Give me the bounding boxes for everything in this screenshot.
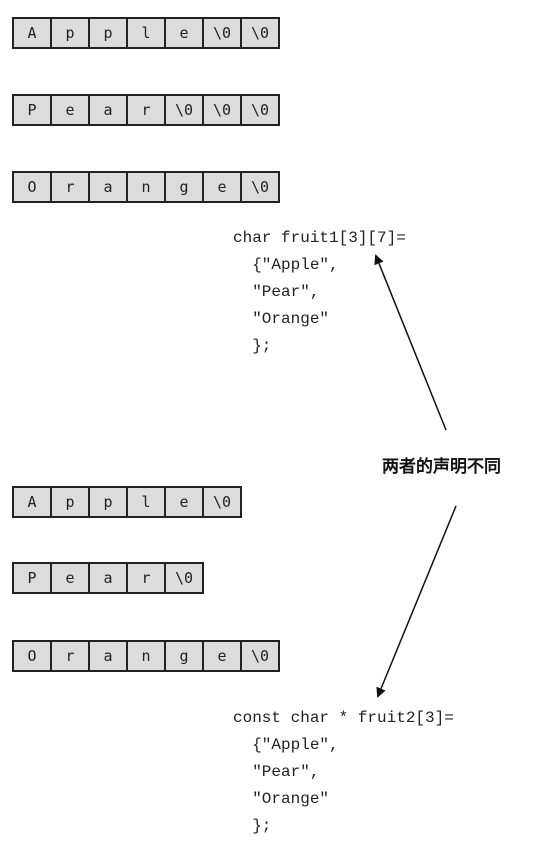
char-cell: e bbox=[50, 94, 90, 126]
code-line: const char * fruit2[3]= bbox=[233, 709, 454, 727]
fruit2-pear-array: P e a r \0 bbox=[12, 562, 204, 594]
char-cell: \0 bbox=[240, 94, 280, 126]
code-line: {"Apple", bbox=[233, 736, 339, 754]
char-cell: a bbox=[88, 94, 128, 126]
char-cell: e bbox=[164, 17, 204, 49]
char-cell: e bbox=[202, 171, 242, 203]
char-cell: e bbox=[164, 486, 204, 518]
arrow-to-fruit1 bbox=[374, 254, 447, 431]
char-cell: \0 bbox=[240, 640, 280, 672]
char-cell: \0 bbox=[240, 17, 280, 49]
char-cell: \0 bbox=[164, 562, 204, 594]
fruit1-apple-array: A p p l e \0 \0 bbox=[12, 17, 280, 49]
char-cell: \0 bbox=[202, 17, 242, 49]
char-cell: r bbox=[126, 94, 166, 126]
fruit2-apple-array: A p p l e \0 bbox=[12, 486, 242, 518]
char-cell: l bbox=[126, 486, 166, 518]
char-cell: A bbox=[12, 17, 52, 49]
char-cell: n bbox=[126, 171, 166, 203]
char-cell: p bbox=[50, 17, 90, 49]
char-cell: p bbox=[88, 486, 128, 518]
char-cell: e bbox=[50, 562, 90, 594]
char-cell: \0 bbox=[202, 94, 242, 126]
char-cell: \0 bbox=[240, 171, 280, 203]
fruit1-orange-array: O r a n g e \0 bbox=[12, 171, 280, 203]
char-cell: a bbox=[88, 171, 128, 203]
fruit2-orange-array: O r a n g e \0 bbox=[12, 640, 280, 672]
code-line: }; bbox=[233, 817, 272, 835]
code-line: char fruit1[3][7]= bbox=[233, 229, 406, 247]
arrow-to-fruit2 bbox=[376, 505, 457, 698]
fruit1-pear-array: P e a r \0 \0 \0 bbox=[12, 94, 280, 126]
char-cell: g bbox=[164, 171, 204, 203]
char-cell: e bbox=[202, 640, 242, 672]
fruit1-declaration: char fruit1[3][7]= {"Apple", "Pear", "Or… bbox=[233, 225, 406, 360]
fruit2-declaration: const char * fruit2[3]= {"Apple", "Pear"… bbox=[233, 705, 454, 840]
code-line: "Pear", bbox=[233, 283, 320, 301]
char-cell: n bbox=[126, 640, 166, 672]
code-line: "Orange" bbox=[233, 310, 330, 328]
code-line: "Orange" bbox=[233, 790, 330, 808]
char-cell: \0 bbox=[202, 486, 242, 518]
code-line: "Pear", bbox=[233, 763, 320, 781]
caption-label: 两者的声明不同 bbox=[382, 457, 501, 477]
code-line: }; bbox=[233, 337, 272, 355]
code-line: {"Apple", bbox=[233, 256, 339, 274]
char-cell: g bbox=[164, 640, 204, 672]
char-cell: O bbox=[12, 171, 52, 203]
char-cell: r bbox=[50, 171, 90, 203]
